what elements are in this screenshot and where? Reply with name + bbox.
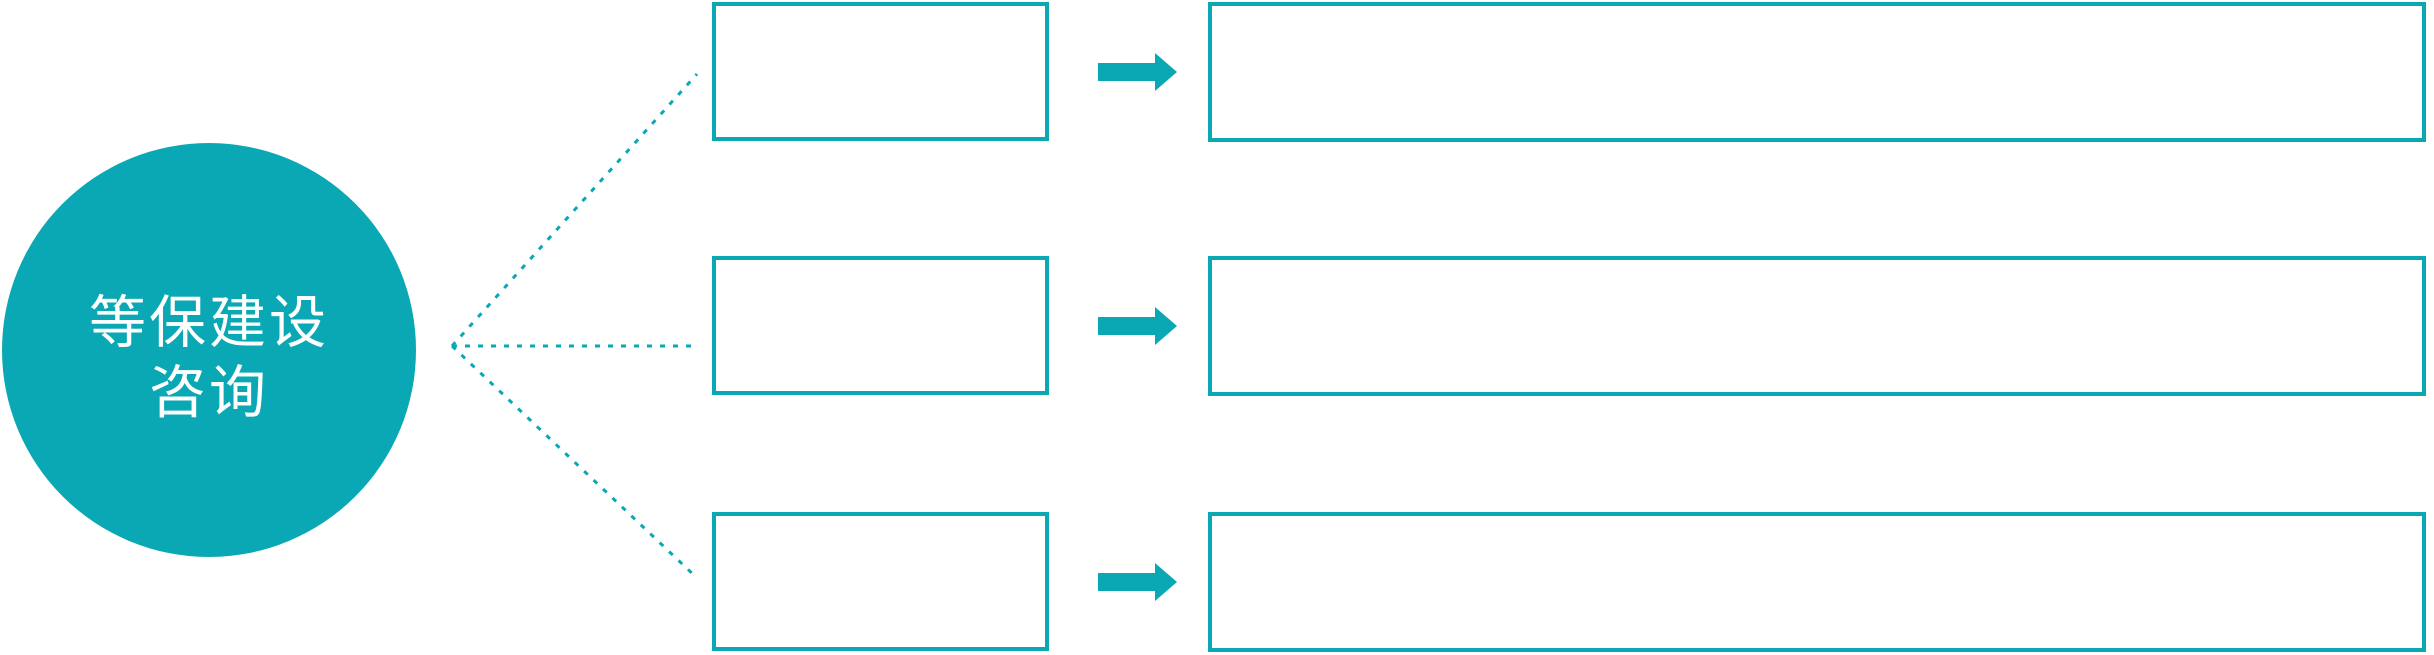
root-node-label-line1: 等保建设 xyxy=(89,291,329,355)
dashed-connector-bottom xyxy=(450,344,699,580)
right-arrow-icon xyxy=(1098,53,1177,91)
detail-box-3 xyxy=(1208,512,2426,652)
right-arrow-icon xyxy=(1098,563,1177,601)
step-box-3 xyxy=(712,512,1049,651)
step-box-1 xyxy=(712,2,1049,141)
step-box-2 xyxy=(712,256,1049,395)
root-node-circle: 等保建设 咨询 xyxy=(2,143,416,557)
root-node-label-line2: 咨询 xyxy=(149,361,269,425)
right-arrow-icon xyxy=(1098,307,1177,345)
detail-box-1 xyxy=(1208,2,2426,142)
detail-box-2 xyxy=(1208,256,2426,396)
dashed-connector-top xyxy=(450,72,699,348)
